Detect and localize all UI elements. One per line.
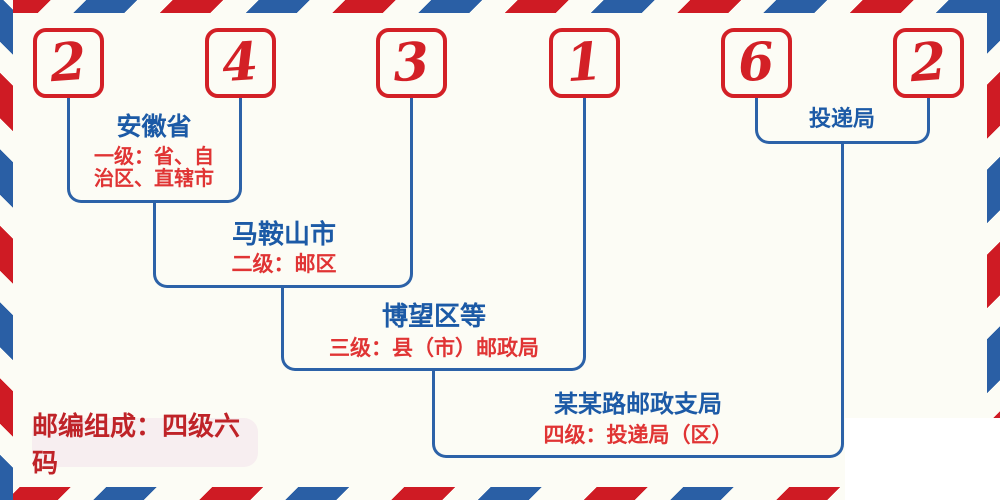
connector-line-digit5 xyxy=(755,96,758,130)
level4-title: 某某路邮政支局 xyxy=(554,392,722,418)
level3-title: 博望区等 xyxy=(381,302,487,331)
level1-title: 安徽省 xyxy=(116,114,192,141)
digit-box-2: 4 xyxy=(205,28,276,98)
bracket-level4 xyxy=(432,442,844,458)
digit-3: 3 xyxy=(391,30,432,95)
connector-line-level2-to-3 xyxy=(281,286,284,357)
level4-desc: 四级：投递局（区） xyxy=(543,424,733,447)
digit-5: 6 xyxy=(736,30,777,95)
digit-2: 4 xyxy=(220,30,261,95)
digit-4: 1 xyxy=(564,30,605,95)
footer-badge: 邮编组成：四级六码 xyxy=(32,412,258,478)
level1-desc-line1: 一级：省、自 xyxy=(94,146,214,168)
digit-box-6: 2 xyxy=(893,28,964,98)
connector-line-delivery-to-level4 xyxy=(841,142,844,444)
connector-line-digit3 xyxy=(410,96,413,274)
bottom-right-blank-patch xyxy=(845,418,1000,500)
airmail-border-top xyxy=(0,0,1000,13)
airmail-border-left xyxy=(0,0,13,500)
airmail-border-bottom xyxy=(0,487,1000,500)
digit-box-3: 3 xyxy=(376,28,447,98)
digit-box-4: 1 xyxy=(549,28,620,98)
delivery-office-title: 投递局 xyxy=(808,106,876,131)
footer-badge-text: 邮编组成：四级六码 xyxy=(32,411,241,478)
connector-line-digit6 xyxy=(927,96,930,130)
digit-box-1: 2 xyxy=(33,28,104,98)
digit-1: 2 xyxy=(48,30,89,95)
level1-desc-line2: 治区、直辖市 xyxy=(94,168,214,190)
level2-title: 马鞍山市 xyxy=(231,220,337,249)
level2-desc: 二级：邮区 xyxy=(231,253,337,276)
connector-line-digit2 xyxy=(239,96,242,189)
connector-line-digit1 xyxy=(67,96,70,189)
digit-6: 2 xyxy=(908,30,949,95)
connector-line-digit4 xyxy=(583,96,586,357)
level3-desc: 三级：县（市）邮政局 xyxy=(329,337,539,360)
connector-line-level1-to-2 xyxy=(153,201,156,274)
connector-line-level3-to-4 xyxy=(432,369,435,444)
airmail-border-right xyxy=(987,0,1000,500)
digit-box-5: 6 xyxy=(721,28,792,98)
